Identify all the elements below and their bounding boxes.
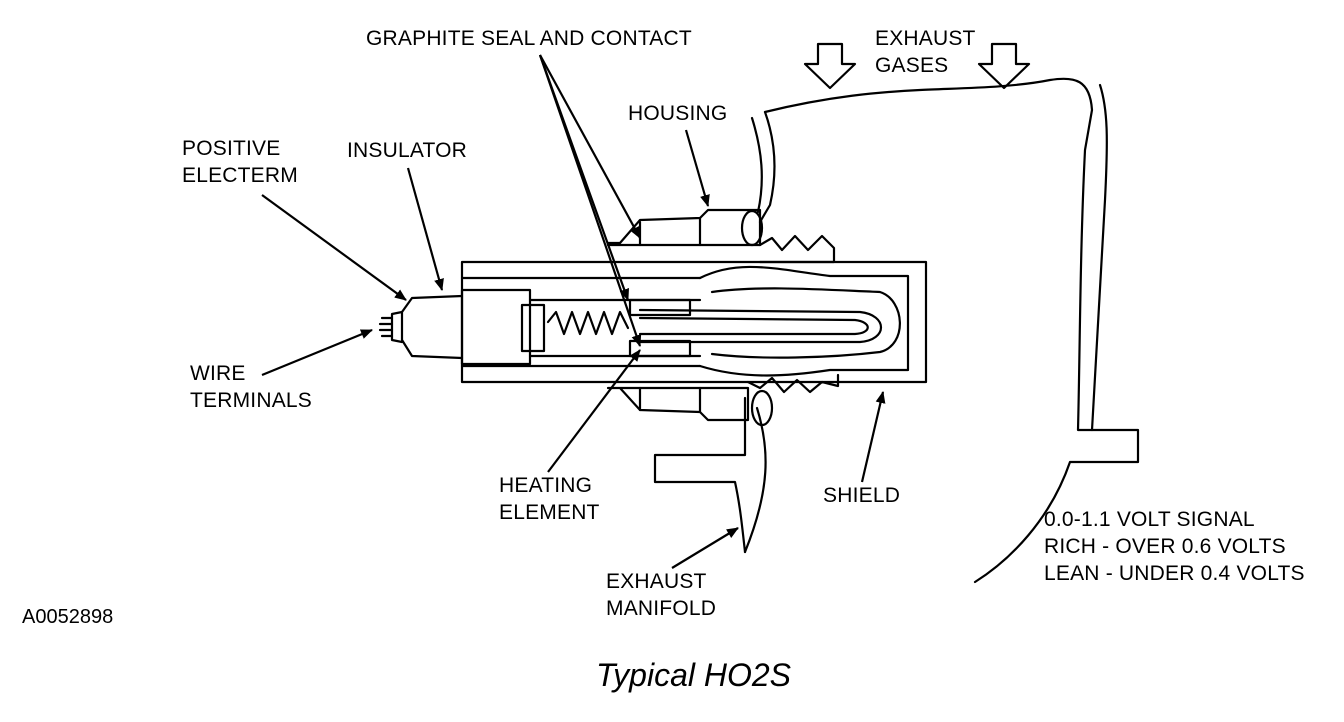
threads-upper bbox=[758, 234, 836, 264]
leader-wire-terminals bbox=[261, 328, 373, 377]
exhaust-pipe-inner-wall bbox=[1090, 83, 1108, 432]
wire-terminal-pins bbox=[378, 316, 394, 338]
manifold-boss-upper bbox=[758, 110, 776, 224]
figure-caption: Typical HO2S bbox=[596, 657, 792, 693]
leader-housing bbox=[684, 129, 710, 207]
contact-spring bbox=[546, 310, 630, 336]
exhaust-manifold-flange bbox=[653, 396, 747, 554]
label-exhaust-manifold: EXHAUST MANIFOLD bbox=[606, 570, 717, 620]
signal-note-range: 0.0-1.1 VOLT SIGNAL bbox=[1044, 508, 1255, 531]
leader-exhaust-manifold bbox=[671, 527, 739, 569]
signal-note-lean: LEAN - UNDER 0.4 VOLTS bbox=[1044, 562, 1305, 585]
sensor-body bbox=[460, 260, 928, 384]
label-wire-terminals: WIRE TERMINALS bbox=[190, 362, 312, 412]
leader-graphite-seal-1 bbox=[539, 54, 641, 239]
exhaust-flow-arrow-icon bbox=[977, 42, 1031, 90]
connector-nose bbox=[400, 294, 464, 360]
exhaust-pipe-outer-wall bbox=[763, 77, 1140, 584]
label-graphite-seal-and-contact: GRAPHITE SEAL AND CONTACT bbox=[366, 27, 692, 50]
label-shield: SHIELD bbox=[823, 484, 901, 507]
signal-notes: 0.0-1.1 VOLT SIGNAL RICH - OVER 0.6 VOLT… bbox=[1044, 506, 1305, 587]
shield-outline bbox=[698, 265, 910, 377]
graphite-seal-contact bbox=[628, 298, 692, 358]
leader-heating-element bbox=[547, 349, 641, 473]
leader-shield bbox=[860, 391, 886, 483]
leader-positive-electerm bbox=[261, 194, 407, 301]
manifold-boss-lower bbox=[743, 406, 767, 554]
leader-graphite-seal-3 bbox=[538, 54, 642, 347]
label-exhaust-gases: EXHAUST GASES bbox=[875, 27, 976, 77]
gasket-lower bbox=[750, 389, 774, 427]
label-positive-electerm: POSITIVE ELECTERM bbox=[182, 137, 298, 187]
label-insulator: INSULATOR bbox=[347, 139, 468, 162]
threads-lower bbox=[746, 373, 840, 394]
leader-insulator bbox=[406, 167, 444, 291]
hex-housing-top bbox=[606, 208, 762, 247]
sensing-element-thimble bbox=[638, 308, 883, 344]
hex-housing-bottom bbox=[606, 386, 750, 422]
label-housing: HOUSING bbox=[628, 102, 728, 125]
figure-id: A0052898 bbox=[22, 606, 114, 628]
exhaust-flow-arrow-icon bbox=[803, 42, 857, 90]
label-heating-element: HEATING ELEMENT bbox=[499, 474, 600, 524]
signal-note-rich: RICH - OVER 0.6 VOLTS bbox=[1044, 535, 1286, 558]
insulator-block bbox=[460, 288, 532, 366]
